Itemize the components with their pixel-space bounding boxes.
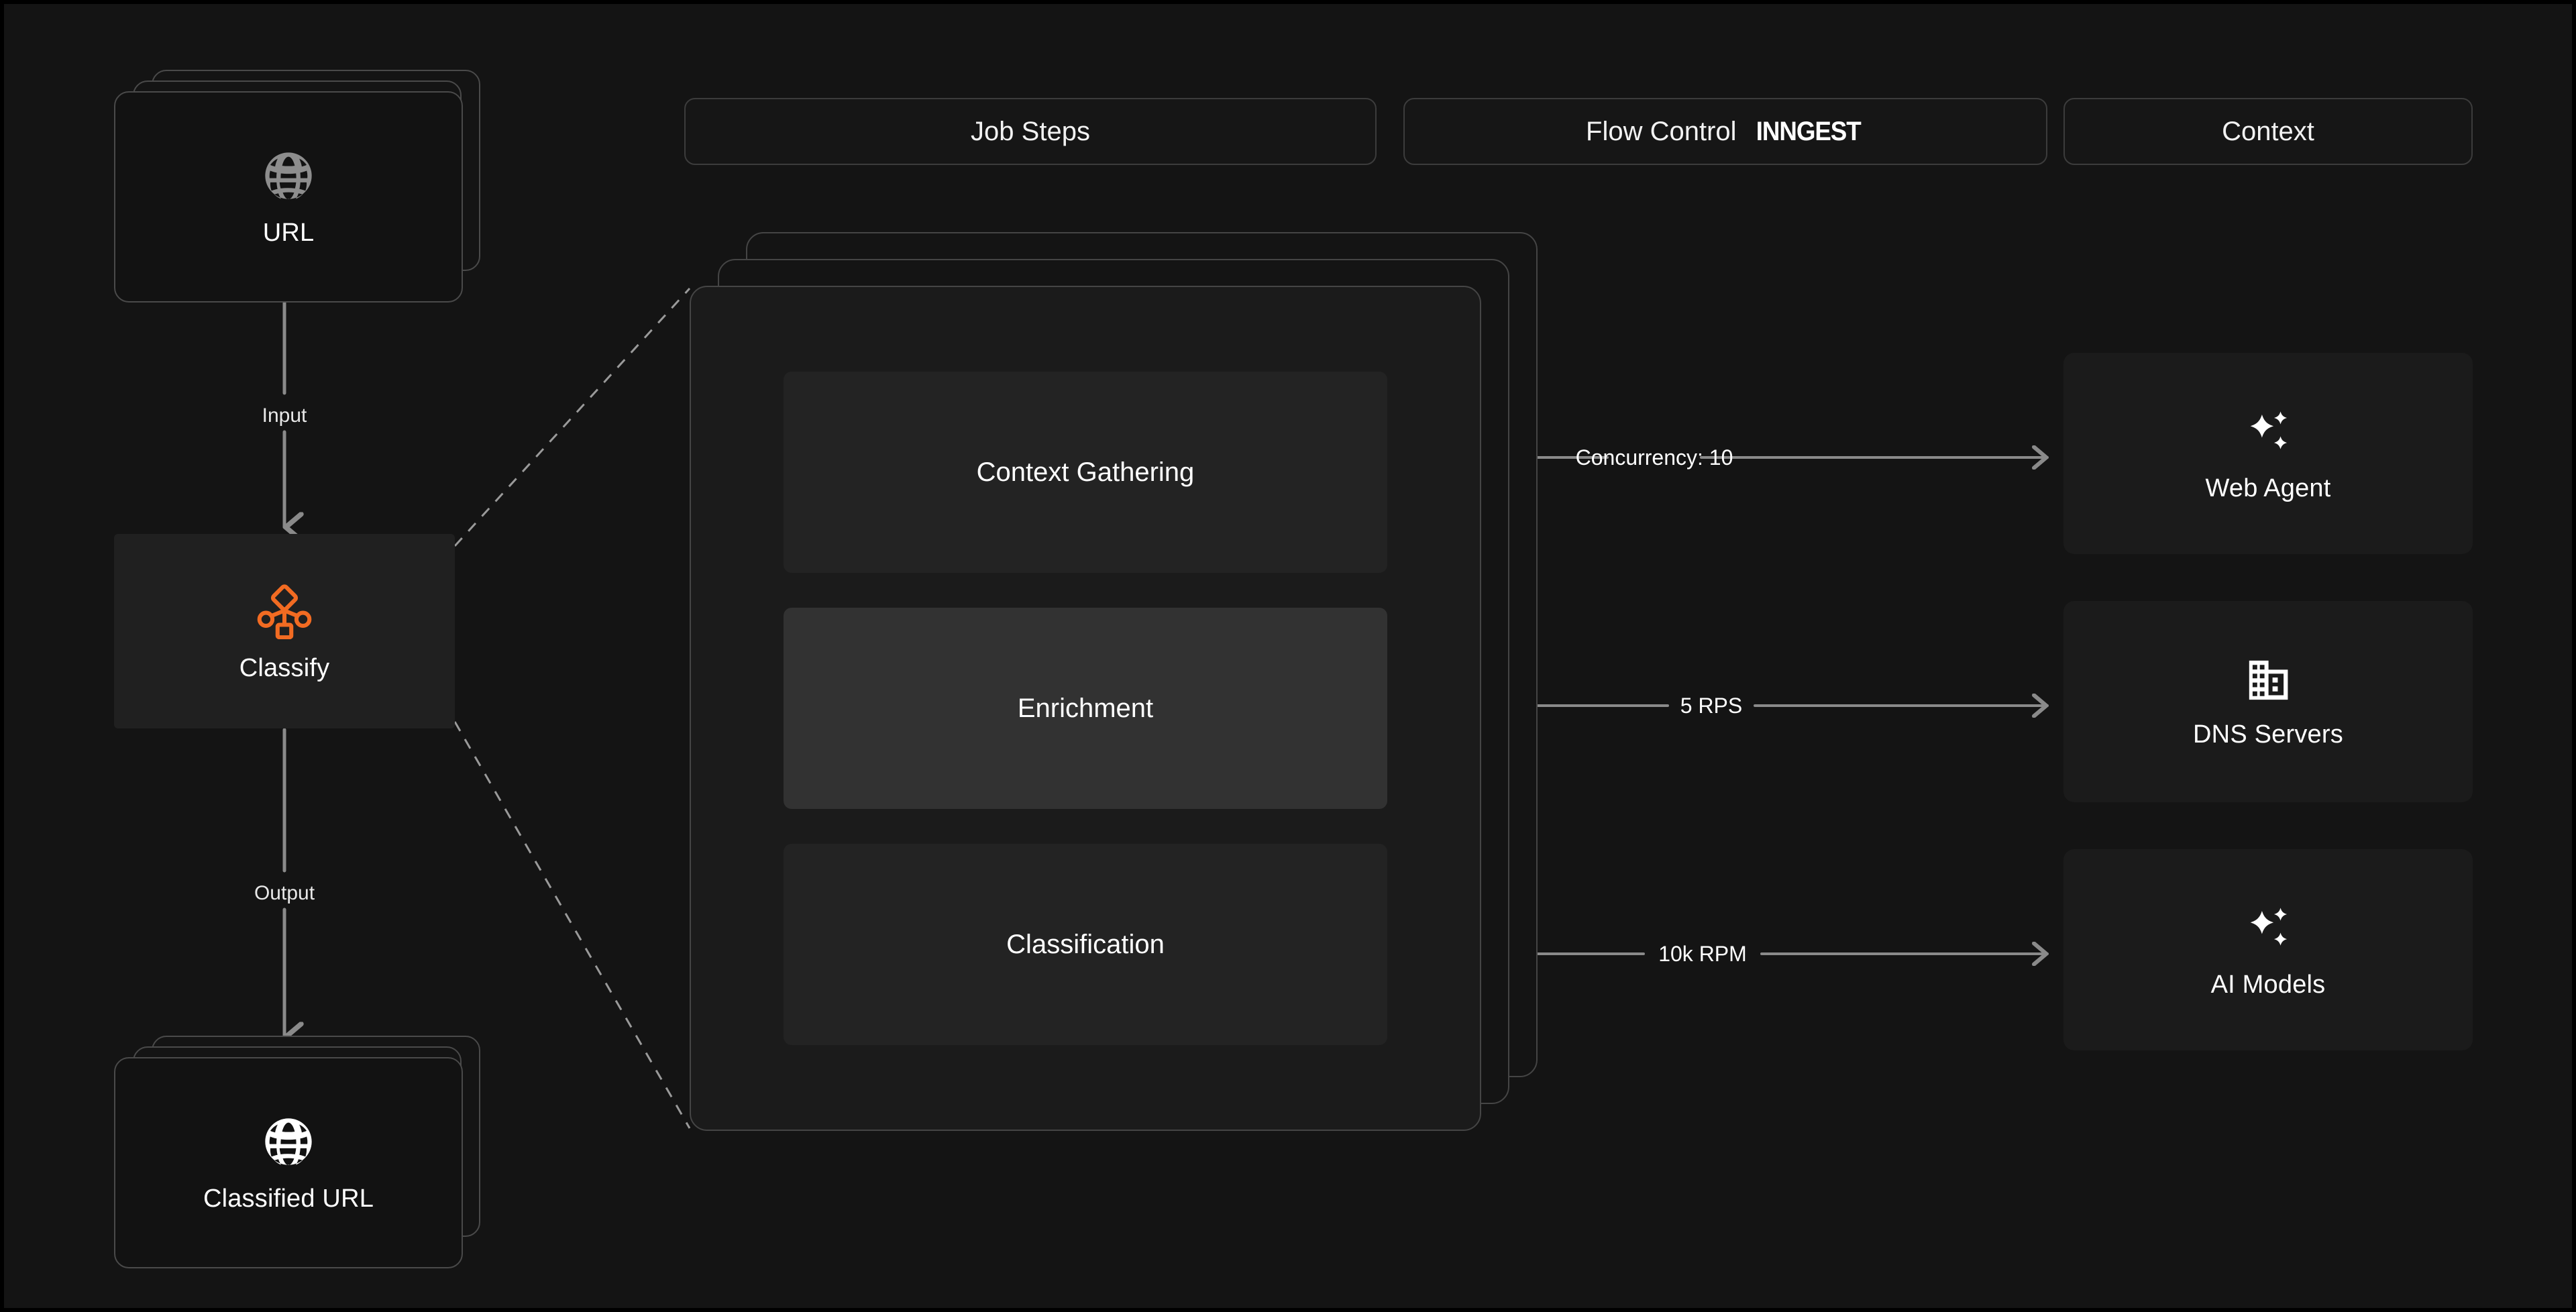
header-pill-label: Context bbox=[2222, 117, 2314, 146]
job-step-label: Context Gathering bbox=[976, 457, 1195, 487]
node-classify[interactable]: Classify bbox=[114, 534, 455, 728]
node-url-stack[interactable]: URL bbox=[114, 70, 517, 306]
job-step-classification[interactable]: Classification bbox=[784, 844, 1387, 1045]
job-step-enrichment[interactable]: Enrichment bbox=[784, 608, 1387, 809]
sparkles-icon bbox=[2242, 406, 2294, 458]
context-card-ai-models[interactable]: AI Models bbox=[2063, 849, 2473, 1050]
panel-sheet-front[interactable]: Context Gathering Enrichment Classificat… bbox=[690, 286, 1481, 1131]
edge-label-rpm: 10k RPM bbox=[1658, 942, 1747, 966]
edge-label-input: Input bbox=[262, 404, 307, 427]
header-pill-label: Job Steps bbox=[971, 117, 1090, 146]
context-card-label: AI Models bbox=[2210, 971, 2326, 999]
buildings-icon bbox=[2244, 656, 2292, 704]
job-steps-panel[interactable]: Context Gathering Enrichment Classificat… bbox=[690, 232, 1538, 1131]
job-step-label: Enrichment bbox=[1017, 694, 1154, 723]
node-url-card[interactable]: URL bbox=[114, 91, 463, 303]
node-label: Classified URL bbox=[203, 1184, 374, 1213]
context-card-label: Web Agent bbox=[2205, 474, 2331, 502]
header-pill-context[interactable]: Context bbox=[2063, 98, 2473, 165]
edge-label-output: Output bbox=[254, 882, 315, 904]
header-pill-flow-control[interactable]: Flow Control INNGEST bbox=[1403, 98, 2047, 165]
header-pill-label: Flow Control bbox=[1586, 117, 1737, 146]
classify-workflow-icon bbox=[256, 582, 313, 639]
node-classified-url-stack[interactable]: Classified URL bbox=[114, 1036, 517, 1272]
sparkles-icon bbox=[2242, 902, 2294, 954]
globe-icon bbox=[262, 149, 315, 203]
job-step-label: Classification bbox=[1006, 930, 1165, 959]
edge-label-concurrency: Concurrency: 10 bbox=[1575, 445, 1733, 470]
job-step-context-gathering[interactable]: Context Gathering bbox=[784, 372, 1387, 573]
node-label: Classify bbox=[239, 654, 330, 682]
inngest-logo: INNGEST bbox=[1756, 117, 1861, 146]
edge-label-rps: 5 RPS bbox=[1680, 694, 1743, 718]
context-card-label: DNS Servers bbox=[2193, 720, 2343, 749]
header-pill-job-steps[interactable]: Job Steps bbox=[684, 98, 1377, 165]
node-label: URL bbox=[262, 218, 315, 247]
context-card-web-agent[interactable]: Web Agent bbox=[2063, 353, 2473, 554]
context-card-dns-servers[interactable]: DNS Servers bbox=[2063, 601, 2473, 802]
globe-icon bbox=[262, 1115, 315, 1168]
node-classified-url-card[interactable]: Classified URL bbox=[114, 1057, 463, 1268]
